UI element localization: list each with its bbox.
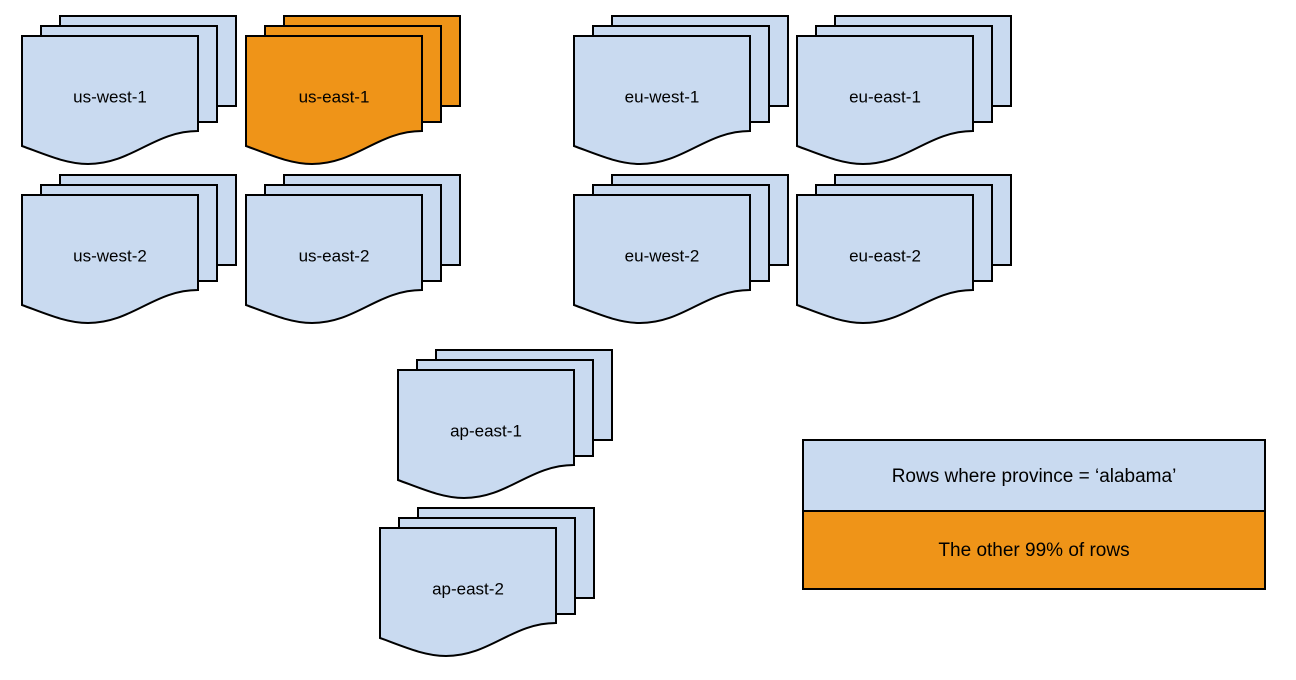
region-label: eu-west-2 [625,246,700,265]
doc-front-sheet [245,35,423,166]
region-label: ap-east-1 [450,421,522,440]
region-label: us-west-1 [73,87,147,106]
doc-front-sheet [397,369,575,500]
doc-front-sheet [245,194,423,325]
region-stack-ap-east-2[interactable]: ap-east-2 [379,507,595,658]
region-stack-eu-west-2[interactable]: eu-west-2 [573,174,789,325]
region-stack-us-east-2[interactable]: us-east-2 [245,174,461,325]
doc-front-sheet [379,527,557,658]
legend-label-blue: Rows where province = ‘alabama’ [892,466,1177,487]
doc-front-sheet [21,35,199,166]
legend: Rows where province = ‘alabama’ The othe… [802,439,1266,590]
legend-label-orange: The other 99% of rows [938,540,1129,561]
doc-front-sheet [573,194,751,325]
region-label: us-east-2 [299,246,370,265]
region-stack-us-west-2[interactable]: us-west-2 [21,174,237,325]
region-stack-us-east-1[interactable]: us-east-1 [245,15,461,166]
doc-front-sheet [796,35,974,166]
region-stack-eu-west-1[interactable]: eu-west-1 [573,15,789,166]
region-label: eu-east-1 [849,87,921,106]
region-stack-eu-east-1[interactable]: eu-east-1 [796,15,1012,166]
region-stack-us-west-1[interactable]: us-west-1 [21,15,237,166]
region-label: eu-east-2 [849,246,921,265]
doc-front-sheet [796,194,974,325]
region-label: us-east-1 [299,87,370,106]
region-stack-ap-east-1[interactable]: ap-east-1 [397,349,613,500]
region-stack-eu-east-2[interactable]: eu-east-2 [796,174,1012,325]
region-label: ap-east-2 [432,579,504,598]
region-label: eu-west-1 [625,87,700,106]
legend-swatch-orange [802,510,1266,590]
region-label: us-west-2 [73,246,147,265]
doc-front-sheet [21,194,199,325]
doc-front-sheet [573,35,751,166]
